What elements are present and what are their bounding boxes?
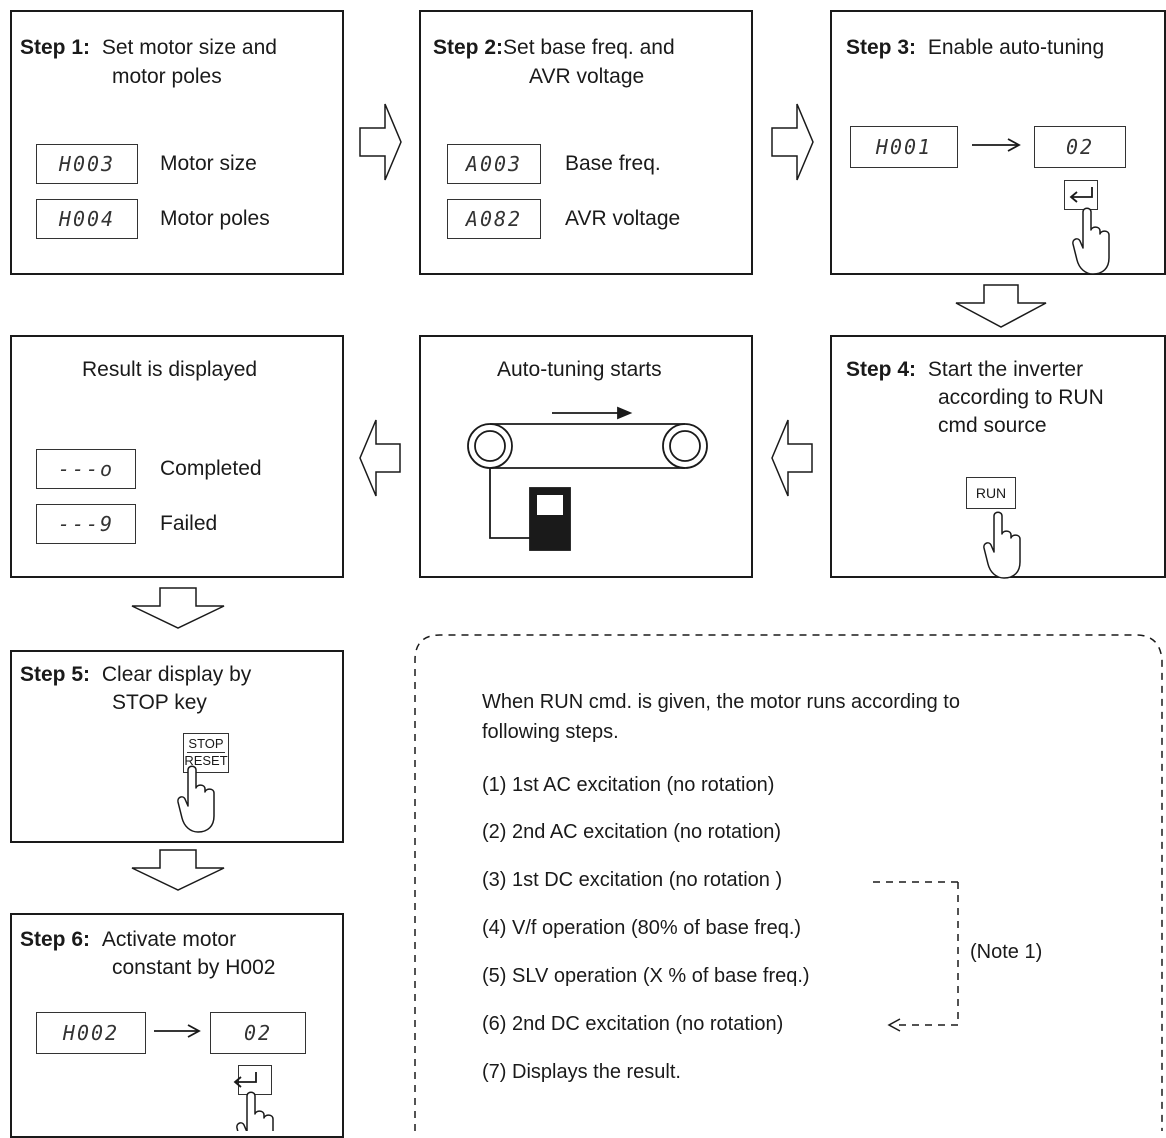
step6-title-line1: Activate motor	[101, 928, 237, 951]
stop-key-label: STOP	[187, 736, 225, 753]
lcd-a082: A082	[447, 199, 541, 239]
note-step-5: (5) SLV operation (X % of base freq.)	[482, 965, 810, 987]
lcd-a003: A003	[447, 144, 541, 184]
lcd-h003: H003	[36, 144, 138, 184]
step4-label: Step 4:	[846, 358, 917, 381]
note1-arrowhead	[887, 1018, 901, 1032]
step4-title-line1: Start the inverter	[927, 358, 1084, 381]
reset-key-label: RESET	[184, 753, 228, 768]
completed-label: Completed	[160, 457, 262, 480]
step5-title-line2: STOP key	[112, 691, 207, 714]
lcd-02-step6: 02	[210, 1012, 306, 1054]
lcd-02-step3: 02	[1034, 126, 1126, 168]
step1-title-line2: motor poles	[112, 65, 222, 88]
avr-voltage-label: AVR voltage	[565, 207, 681, 230]
step4-box: Step 4: Start the inverter according to …	[830, 335, 1166, 578]
lcd-h004: H004	[36, 199, 138, 239]
step5-heading: Step 5: Clear display by	[20, 660, 251, 689]
step5-label: Step 5:	[20, 663, 91, 686]
step3-label: Step 3:	[846, 36, 917, 59]
step2-heading: Step 2:Set base freq. and	[433, 33, 675, 62]
lcd-failed: ---9	[36, 504, 136, 544]
step6-label: Step 6:	[20, 928, 91, 951]
note-step-1: (1) 1st AC excitation (no rotation)	[482, 774, 775, 796]
step6-box: Step 6: Activate motor constant by H002 …	[10, 913, 344, 1138]
motor-size-label: Motor size	[160, 152, 257, 175]
notes-intro-line1: When RUN cmd. is given, the motor runs a…	[482, 691, 960, 713]
step2-box: Step 2:Set base freq. and AVR voltage A0…	[419, 10, 753, 275]
step3-title: Enable auto-tuning	[927, 36, 1105, 59]
autotune-box: Auto-tuning starts	[419, 335, 753, 578]
step4-heading: Step 4: Start the inverter	[846, 355, 1083, 384]
step6-title-line2: constant by H002	[112, 956, 276, 979]
lcd-h002: H002	[36, 1012, 146, 1054]
lcd-completed: ---o	[36, 449, 136, 489]
arrow-result-to-step5	[131, 587, 225, 629]
step4-title-line3: cmd source	[938, 414, 1047, 437]
step2-title-line2: AVR voltage	[529, 65, 645, 88]
note-step-7: (7) Displays the result.	[482, 1061, 681, 1083]
notes-intro-line2: following steps.	[482, 721, 619, 743]
step2-title-line1: Set base freq. and	[503, 36, 675, 59]
failed-label: Failed	[160, 512, 218, 535]
step5-box: Step 5: Clear display by STOP key STOP R…	[10, 650, 344, 843]
step2-label: Step 2:	[433, 36, 504, 59]
step5-title-line1: Clear display by	[101, 663, 252, 686]
autotune-title: Auto-tuning starts	[497, 358, 662, 381]
lcd-h001: H001	[850, 126, 958, 168]
step1-label: Step 1:	[20, 36, 91, 59]
base-freq-label: Base freq.	[565, 152, 661, 175]
enter-key-step3[interactable]	[1064, 180, 1098, 210]
arrow-step4-to-autotune	[771, 419, 813, 497]
note-1-label: (Note 1)	[970, 941, 1043, 963]
enter-key-step6[interactable]	[238, 1065, 272, 1095]
note-step-2: (2) 2nd AC excitation (no rotation)	[482, 821, 782, 843]
step1-title-line1: Set motor size and	[101, 36, 277, 59]
arrow-autotune-to-result	[359, 419, 401, 497]
step1-heading: Step 1: Set motor size and	[20, 33, 277, 62]
arrow-step1-to-step2	[359, 103, 402, 181]
note-step-3: (3) 1st DC excitation (no rotation )	[482, 869, 783, 891]
step6-heading: Step 6: Activate motor	[20, 925, 236, 954]
arrow-step3-to-step4	[955, 284, 1047, 328]
step1-box: Step 1: Set motor size and motor poles H…	[10, 10, 344, 275]
motor-poles-label: Motor poles	[160, 207, 270, 230]
result-title: Result is displayed	[82, 358, 258, 381]
stop-reset-key[interactable]: STOP RESET	[183, 733, 229, 773]
step3-box: Step 3: Enable auto-tuning H001 02	[830, 10, 1166, 275]
note1-dashed-bracket	[873, 881, 959, 1026]
result-box: Result is displayed ---o Completed ---9 …	[10, 335, 344, 578]
note-step-4: (4) V/f operation (80% of base freq.)	[482, 917, 802, 939]
step4-title-line2: according to RUN	[938, 386, 1104, 409]
run-key[interactable]: RUN	[966, 477, 1016, 509]
arrow-step2-to-step3	[771, 103, 814, 181]
arrow-step5-to-step6	[131, 849, 225, 891]
note-step-6: (6) 2nd DC excitation (no rotation)	[482, 1013, 784, 1035]
step3-heading: Step 3: Enable auto-tuning	[846, 33, 1104, 62]
